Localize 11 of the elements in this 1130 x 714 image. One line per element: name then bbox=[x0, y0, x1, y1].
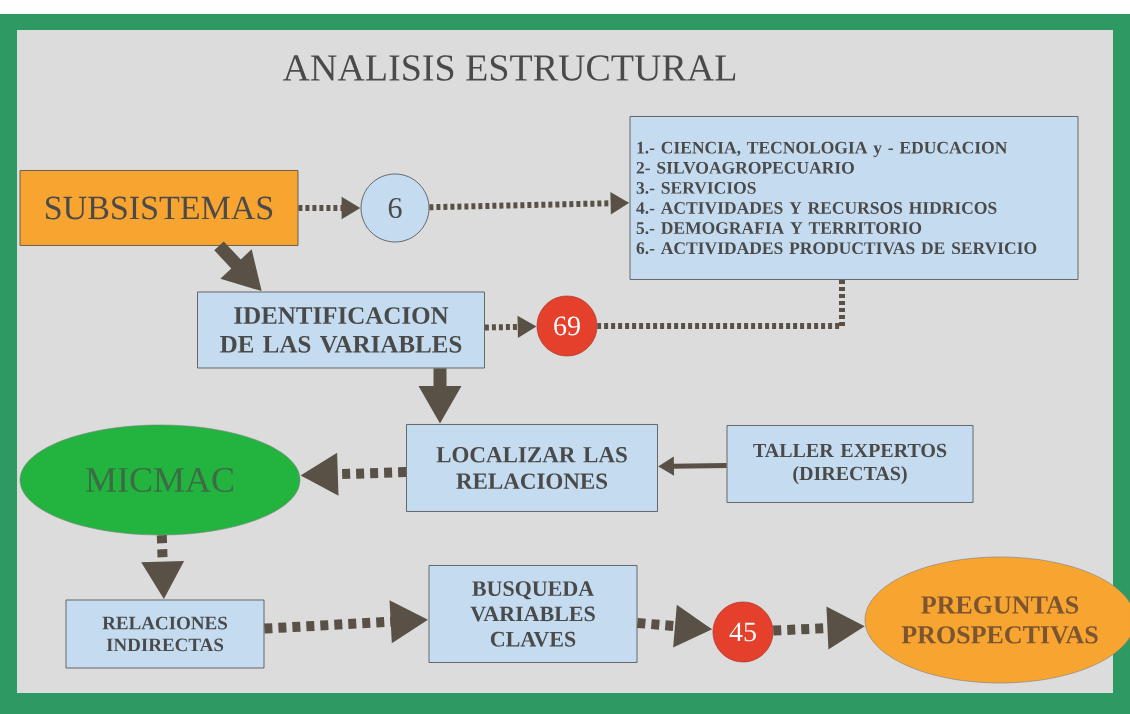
connector-line bbox=[597, 279, 845, 329]
process-box: SUBSISTEMAS bbox=[19, 170, 299, 246]
process-box: LOCALIZAR LAS RELACIONES bbox=[406, 424, 658, 512]
process-box: RELACIONES INDIRECTAS bbox=[65, 599, 265, 669]
ellipse-node: PREGUNTAS PROSPECTIVAS bbox=[864, 556, 1130, 684]
process-box: IDENTIFICACION DE LAS VARIABLES bbox=[197, 291, 485, 369]
ellipse-node: MICMAC bbox=[19, 424, 301, 536]
process-box: BUSQUEDA VARIABLES CLAVES bbox=[428, 565, 638, 663]
list-box: 1.- CIENCIA, TECNOLOGIA y - EDUCACION 2- SILVOAGROPECUARIO 3.- SERVICIOS 4.- ACTIVIDADES Y RECURSOS HIDRICOS 5.- DEMOGRAFIA Y TERRITORIO 6.- ACTIVIDADES PRODUCTIVAS DE SERVICIO bbox=[629, 116, 1079, 280]
process-box: TALLER EXPERTOS (DIRECTAS) bbox=[726, 425, 974, 503]
title: ANALISIS ESTRUCTURAL bbox=[282, 55, 736, 81]
